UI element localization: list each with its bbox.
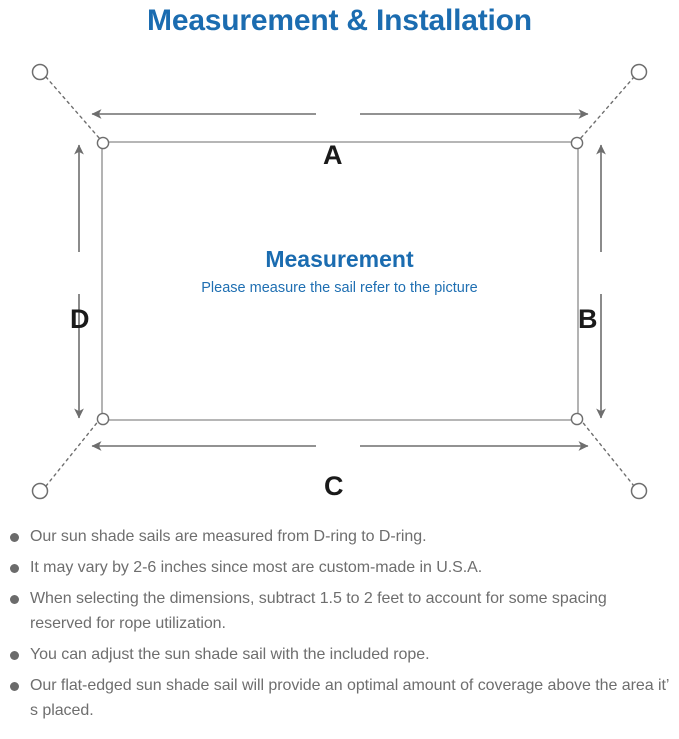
- sail-shape: [101, 141, 579, 421]
- dimension-label-d: D: [70, 304, 90, 334]
- anchor-bottom-right-icon: [630, 482, 648, 500]
- d-ring-bottom-left-icon: [96, 412, 110, 426]
- note-text: You can adjust the sun shade sail with t…: [30, 646, 430, 663]
- bullet-icon: [10, 533, 19, 542]
- dimension-label-b: B: [578, 304, 598, 334]
- list-item: You can adjust the sun shade sail with t…: [0, 642, 679, 667]
- list-item: When selecting the dimensions, subtract …: [0, 586, 679, 636]
- rope-bottom-right: [579, 418, 635, 487]
- rope-bottom-left: [45, 418, 101, 487]
- note-text: Our sun shade sails are measured from D-…: [30, 528, 427, 545]
- diagram-canvas: [31, 63, 648, 500]
- dimension-label-a: A: [323, 140, 343, 170]
- note-text: Our flat-edged sun shade sail will provi…: [30, 677, 669, 719]
- anchor-top-right-icon: [630, 63, 648, 81]
- d-rings: [96, 136, 584, 426]
- rope-lines: [45, 76, 635, 487]
- bullet-icon: [10, 564, 19, 573]
- rope-top-left: [45, 76, 101, 140]
- bullet-icon: [10, 651, 19, 660]
- list-item: Our sun shade sails are measured from D-…: [0, 524, 679, 549]
- list-item: It may vary by 2-6 inches since most are…: [0, 555, 679, 580]
- d-ring-bottom-right-icon: [570, 412, 584, 426]
- d-ring-top-right-icon: [570, 136, 584, 150]
- notes-list: Our sun shade sails are measured from D-…: [0, 524, 679, 729]
- bullet-icon: [10, 682, 19, 691]
- anchor-top-left-icon: [31, 63, 49, 81]
- measurement-diagram: Measurement Please measure the sail refe…: [0, 44, 679, 514]
- list-item: Our flat-edged sun shade sail will provi…: [0, 673, 679, 723]
- rope-top-right: [579, 76, 635, 140]
- anchor-points: [31, 63, 648, 500]
- bullet-icon: [10, 595, 19, 604]
- note-text: When selecting the dimensions, subtract …: [30, 590, 607, 632]
- d-ring-top-left-icon: [96, 136, 110, 150]
- page-title: Measurement & Installation: [147, 4, 532, 37]
- dimension-label-c: C: [324, 471, 344, 501]
- note-text: It may vary by 2-6 inches since most are…: [30, 559, 483, 576]
- anchor-bottom-left-icon: [31, 482, 49, 500]
